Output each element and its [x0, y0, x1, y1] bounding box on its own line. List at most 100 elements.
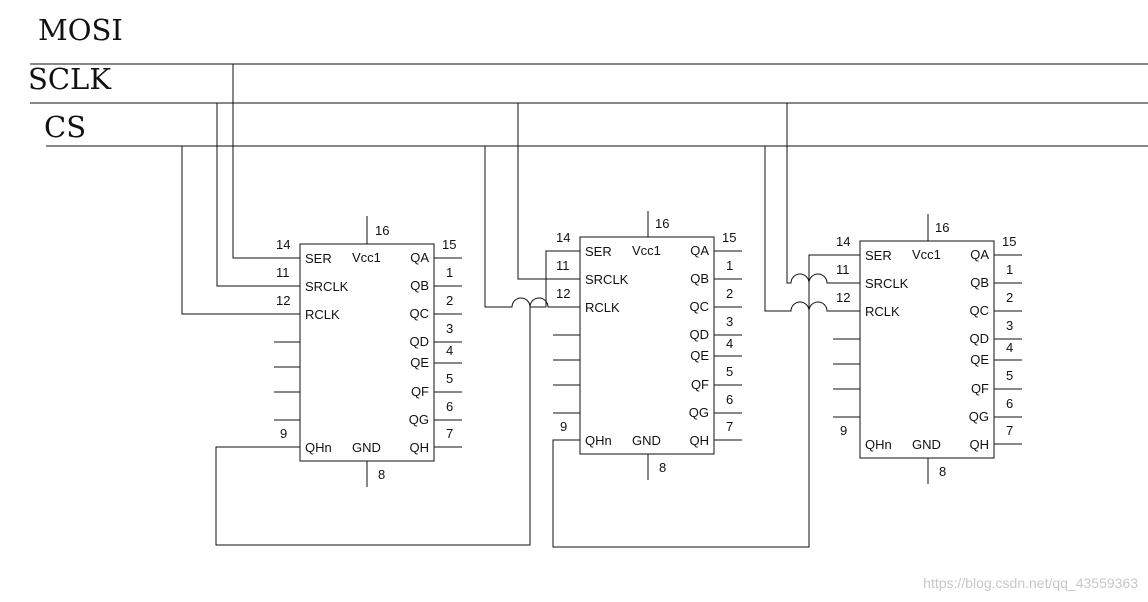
pin-label-qhn: QHn — [865, 437, 892, 452]
pin-number-qhn: 9 — [280, 426, 287, 441]
pin-number-rclk: 12 — [276, 293, 290, 308]
pin-label-vcc: Vcc1 — [632, 243, 661, 258]
shift-register-1: SER SRCLK RCLK Vcc1 QHn GND QA QB QC QD … — [274, 216, 462, 487]
pin-number-qf: 5 — [1006, 368, 1013, 383]
pin-label-qe: QE — [970, 352, 989, 367]
pin-number-qc: 2 — [446, 293, 453, 308]
pin-number-qh: 7 — [726, 419, 733, 434]
wire-cs-to-chip1-rclk — [181, 146, 300, 315]
pin-number-qd: 3 — [1006, 318, 1013, 333]
pin-label-vcc: Vcc1 — [352, 250, 381, 265]
bus-label-mosi: MOSI — [38, 13, 123, 47]
pin-number-gnd: 8 — [659, 460, 666, 475]
pin-number-qd: 3 — [726, 314, 733, 329]
pin-label-qe: QE — [690, 348, 709, 363]
pin-label-qb: QB — [970, 275, 989, 290]
pin-label-qa: QA — [690, 243, 709, 258]
pin-number-rclk: 12 — [836, 290, 850, 305]
pin-number-gnd: 8 — [378, 467, 385, 482]
pin-label-gnd: GND — [632, 433, 661, 448]
pin-number-qb: 1 — [726, 258, 733, 273]
pin-number-qe: 4 — [726, 336, 733, 351]
bus-label-cs: CS — [44, 110, 86, 144]
pin-number-qe: 4 — [446, 343, 453, 358]
pin-number-qa: 15 — [1002, 234, 1016, 249]
pin-label-qc: QC — [690, 299, 710, 314]
pin-label-qhn: QHn — [585, 433, 612, 448]
pin-label-qa: QA — [970, 247, 989, 262]
wire-mosi-to-chip1-ser — [232, 64, 300, 259]
wire-chip2-ser-feed — [545, 250, 580, 307]
pin-number-vcc: 16 — [655, 216, 669, 231]
pin-number-qg: 6 — [1006, 396, 1013, 411]
pin-label-qf: QF — [411, 384, 429, 399]
wire-sclk-to-chip3-srclk — [786, 103, 860, 284]
chip-body — [859, 240, 995, 459]
bus-label-sclk: SCLK — [28, 62, 112, 96]
pin-label-qb: QB — [690, 271, 709, 286]
pin-label-qf: QF — [691, 377, 709, 392]
wire-sclk-to-chip2-srclk — [517, 103, 580, 280]
pin-number-qa: 15 — [722, 230, 736, 245]
pin-number-ser: 14 — [276, 237, 290, 252]
pin-number-qg: 6 — [446, 399, 453, 414]
pin-number-qh: 7 — [446, 426, 453, 441]
pin-label-srclk: SRCLK — [305, 279, 349, 294]
pin-label-srclk: SRCLK — [865, 276, 909, 291]
pin-label-rclk: RCLK — [865, 304, 900, 319]
pin-label-qhn: QHn — [305, 440, 332, 455]
pin-label-qc: QC — [410, 306, 430, 321]
pin-number-qc: 2 — [726, 286, 733, 301]
shift-register-3: SER SRCLK RCLK Vcc1 QHn GND QA QB QC QD … — [833, 214, 1022, 484]
chip-body — [579, 236, 715, 455]
wire-cs-to-chip3-rclk — [764, 146, 860, 312]
pin-number-srclk: 11 — [836, 262, 850, 277]
pin-label-qe: QE — [410, 355, 429, 370]
pin-label-qa: QA — [410, 250, 429, 265]
pin-number-ser: 14 — [836, 234, 850, 249]
pin-label-qd: QD — [970, 331, 990, 346]
pin-label-ser: SER — [305, 251, 332, 266]
pin-number-qb: 1 — [1006, 262, 1013, 277]
pin-label-qb: QB — [410, 278, 429, 293]
pin-number-gnd: 8 — [939, 464, 946, 479]
shift-register-2: SER SRCLK RCLK Vcc1 QHn GND QA QB QC QD … — [553, 211, 742, 480]
wire-sclk-to-chip1-srclk — [216, 103, 300, 287]
pin-number-qf: 5 — [446, 371, 453, 386]
pin-number-qh: 7 — [1006, 423, 1013, 438]
pin-number-qc: 2 — [1006, 290, 1013, 305]
pin-label-qg: QG — [689, 405, 709, 420]
pin-number-qf: 5 — [726, 364, 733, 379]
pin-label-rclk: RCLK — [585, 300, 620, 315]
pin-number-qb: 1 — [446, 265, 453, 280]
pin-number-qhn: 9 — [840, 423, 847, 438]
pin-label-qf: QF — [971, 381, 989, 396]
pin-label-gnd: GND — [352, 440, 381, 455]
pin-label-rclk: RCLK — [305, 307, 340, 322]
pin-number-ser: 14 — [556, 230, 570, 245]
pin-label-qc: QC — [970, 303, 990, 318]
pin-label-ser: SER — [585, 244, 612, 259]
pin-label-qd: QD — [410, 334, 430, 349]
pin-label-qg: QG — [969, 409, 989, 424]
pin-label-srclk: SRCLK — [585, 272, 629, 287]
pin-label-gnd: GND — [912, 437, 941, 452]
pin-number-qhn: 9 — [560, 419, 567, 434]
pin-label-qh: QH — [410, 440, 430, 455]
pin-number-vcc: 16 — [375, 223, 389, 238]
wire-chip1-qhn-to-chip2-ser — [215, 306, 546, 546]
pin-number-srclk: 11 — [276, 265, 290, 280]
pin-number-rclk: 12 — [556, 286, 570, 301]
pin-label-vcc: Vcc1 — [912, 247, 941, 262]
pin-label-qh: QH — [970, 437, 990, 452]
pin-label-qg: QG — [409, 412, 429, 427]
pin-number-srclk: 11 — [556, 258, 570, 273]
pin-label-qh: QH — [690, 433, 710, 448]
pin-number-qa: 15 — [442, 237, 456, 252]
chip-body — [299, 243, 435, 462]
pin-label-ser: SER — [865, 248, 892, 263]
watermark-text: https://blog.csdn.net/qq_43559363 — [923, 575, 1138, 591]
pin-number-qd: 3 — [446, 321, 453, 336]
